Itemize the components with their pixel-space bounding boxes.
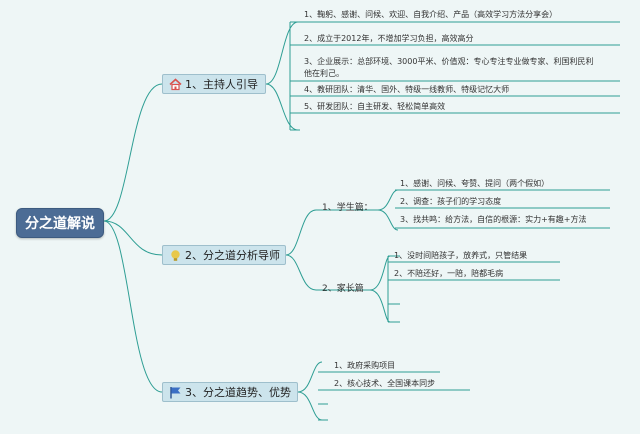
- student-item: 2、调查：孩子们的学习态度: [400, 197, 502, 206]
- bracket-branch1: [265, 21, 299, 85]
- student-item: 1、感谢、问候、夸赞、提问（两个假如）: [400, 179, 550, 188]
- branch-trend-advantage[interactable]: 3、分之道趋势、优势: [162, 382, 298, 402]
- connector-root-branch1: [103, 83, 163, 222]
- lightbulb-icon: [169, 249, 182, 262]
- branch-label: 3、分之道趋势、优势: [185, 386, 291, 399]
- branch-host-guide[interactable]: 1、主持人引导: [162, 74, 266, 94]
- branch1-item: 5、研发团队：自主研发、轻松简单高效: [304, 102, 446, 111]
- branch-analysis-mentor[interactable]: 2、分之道分析导师: [162, 245, 286, 265]
- branch1-item: 1、鞠躬、感谢、问候、欢迎、自我介绍、产品（高效学习方法分享会）: [304, 10, 558, 19]
- root-node[interactable]: 分之道解说: [16, 208, 104, 238]
- sub-parent[interactable]: 2、家长篇: [322, 284, 364, 294]
- branch1-item: 他在利己。: [304, 69, 344, 78]
- home-icon: [169, 77, 182, 91]
- branch3-item: 2、核心技术、全国课本同步: [334, 379, 436, 388]
- connector-root-branch3: [103, 220, 163, 393]
- flag-icon: [169, 386, 182, 399]
- branch1-item: 3、企业展示：总部环境、3000平米、价值观：专心专注专业做专家、利国利民利: [304, 57, 594, 66]
- branch3-item: 1、政府采购项目: [334, 361, 396, 370]
- branch1-item: 2、成立于2012年，不增加学习负担，高效高分: [304, 34, 474, 43]
- student-item: 3、找共鸣：给方法，自信的根源：实力+有趣+方法: [400, 215, 587, 224]
- sub-student[interactable]: 1、学生篇：: [322, 203, 373, 213]
- parent-item: 1、没时间陪孩子，放养式，只管结果: [394, 251, 528, 260]
- parent-item: 2、不陪还好，一陪，陪都毛病: [394, 269, 504, 278]
- branch-label: 2、分之道分析导师: [185, 249, 280, 262]
- branch1-item: 4、教研团队：清华、国外、特级一线教师、特级记忆大师: [304, 85, 510, 94]
- connector-root-branch2: [103, 220, 163, 256]
- branch-label: 1、主持人引导: [185, 78, 258, 91]
